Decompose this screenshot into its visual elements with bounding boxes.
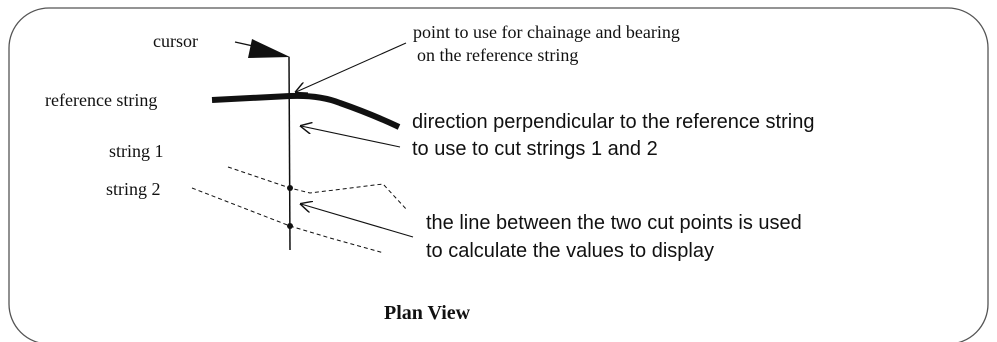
string-1-label: string 1: [109, 141, 164, 161]
cursor-arrowhead-icon: [248, 39, 290, 58]
chainage-note-arrow: [296, 42, 407, 92]
reference-string-label: reference string: [45, 90, 157, 110]
diagram-title: Plan View: [384, 302, 471, 324]
cut-points-note-line-1: the line between the two cut points is u…: [426, 212, 802, 234]
string-2-label: string 2: [106, 179, 161, 199]
cut-point-string-2: [287, 223, 293, 229]
chainage-note-line-2: on the reference string: [417, 45, 578, 65]
perpendicular-note-line-1: direction perpendicular to the reference…: [412, 111, 814, 133]
chainage-note-line-1: point to use for chainage and bearing: [413, 22, 680, 42]
cursor-vertical-line: [288, 56, 291, 251]
cut-points-note-arrow: [301, 204, 414, 238]
perpendicular-note-line-2: to use to cut strings 1 and 2: [412, 138, 658, 160]
cursor-label: cursor: [153, 31, 198, 51]
cut-points-note-line-2: to calculate the values to display: [426, 240, 714, 262]
perpendicular-note-arrow: [301, 126, 401, 148]
string-2-line: [191, 187, 385, 254]
reference-string-line: [211, 92, 401, 130]
diagram-frame: [8, 7, 989, 342]
cut-point-string-1: [287, 185, 293, 191]
string-1-line: [227, 166, 408, 211]
